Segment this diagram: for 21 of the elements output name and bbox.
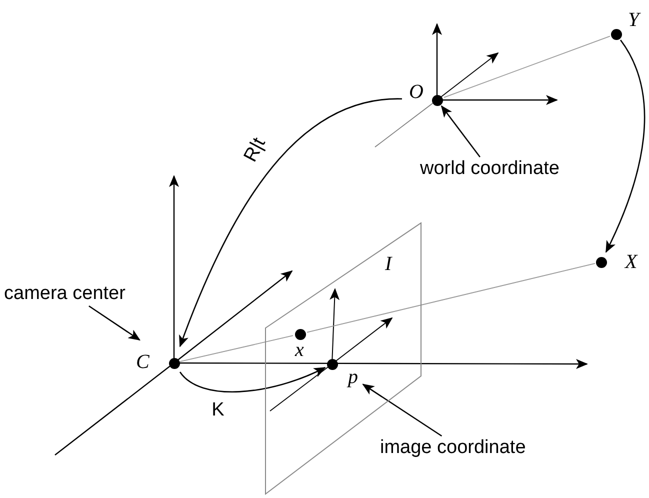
point-label: Y	[628, 10, 640, 30]
point-label: C	[136, 352, 150, 372]
callout-text: camera center	[4, 284, 126, 303]
leader-line	[88, 305, 140, 341]
edge-label: K	[212, 400, 224, 420]
edge-label: R|t	[241, 134, 269, 166]
leader-line	[440, 105, 480, 158]
projection-ray	[306, 262, 596, 333]
point-label: I	[385, 254, 392, 274]
leader-line	[605, 40, 646, 253]
arrow	[179, 98, 402, 348]
arrow	[180, 367, 326, 392]
point-label: O	[409, 82, 424, 102]
projection-ray	[180, 335, 294, 362]
callout-text: world coordinate	[420, 159, 560, 178]
projection-ray	[444, 36, 610, 98]
callout-text: image coordinate	[380, 438, 526, 457]
point-label: X	[625, 252, 638, 272]
leader-line	[362, 384, 442, 437]
point-label: p	[348, 367, 358, 387]
point-label: x	[295, 340, 304, 360]
